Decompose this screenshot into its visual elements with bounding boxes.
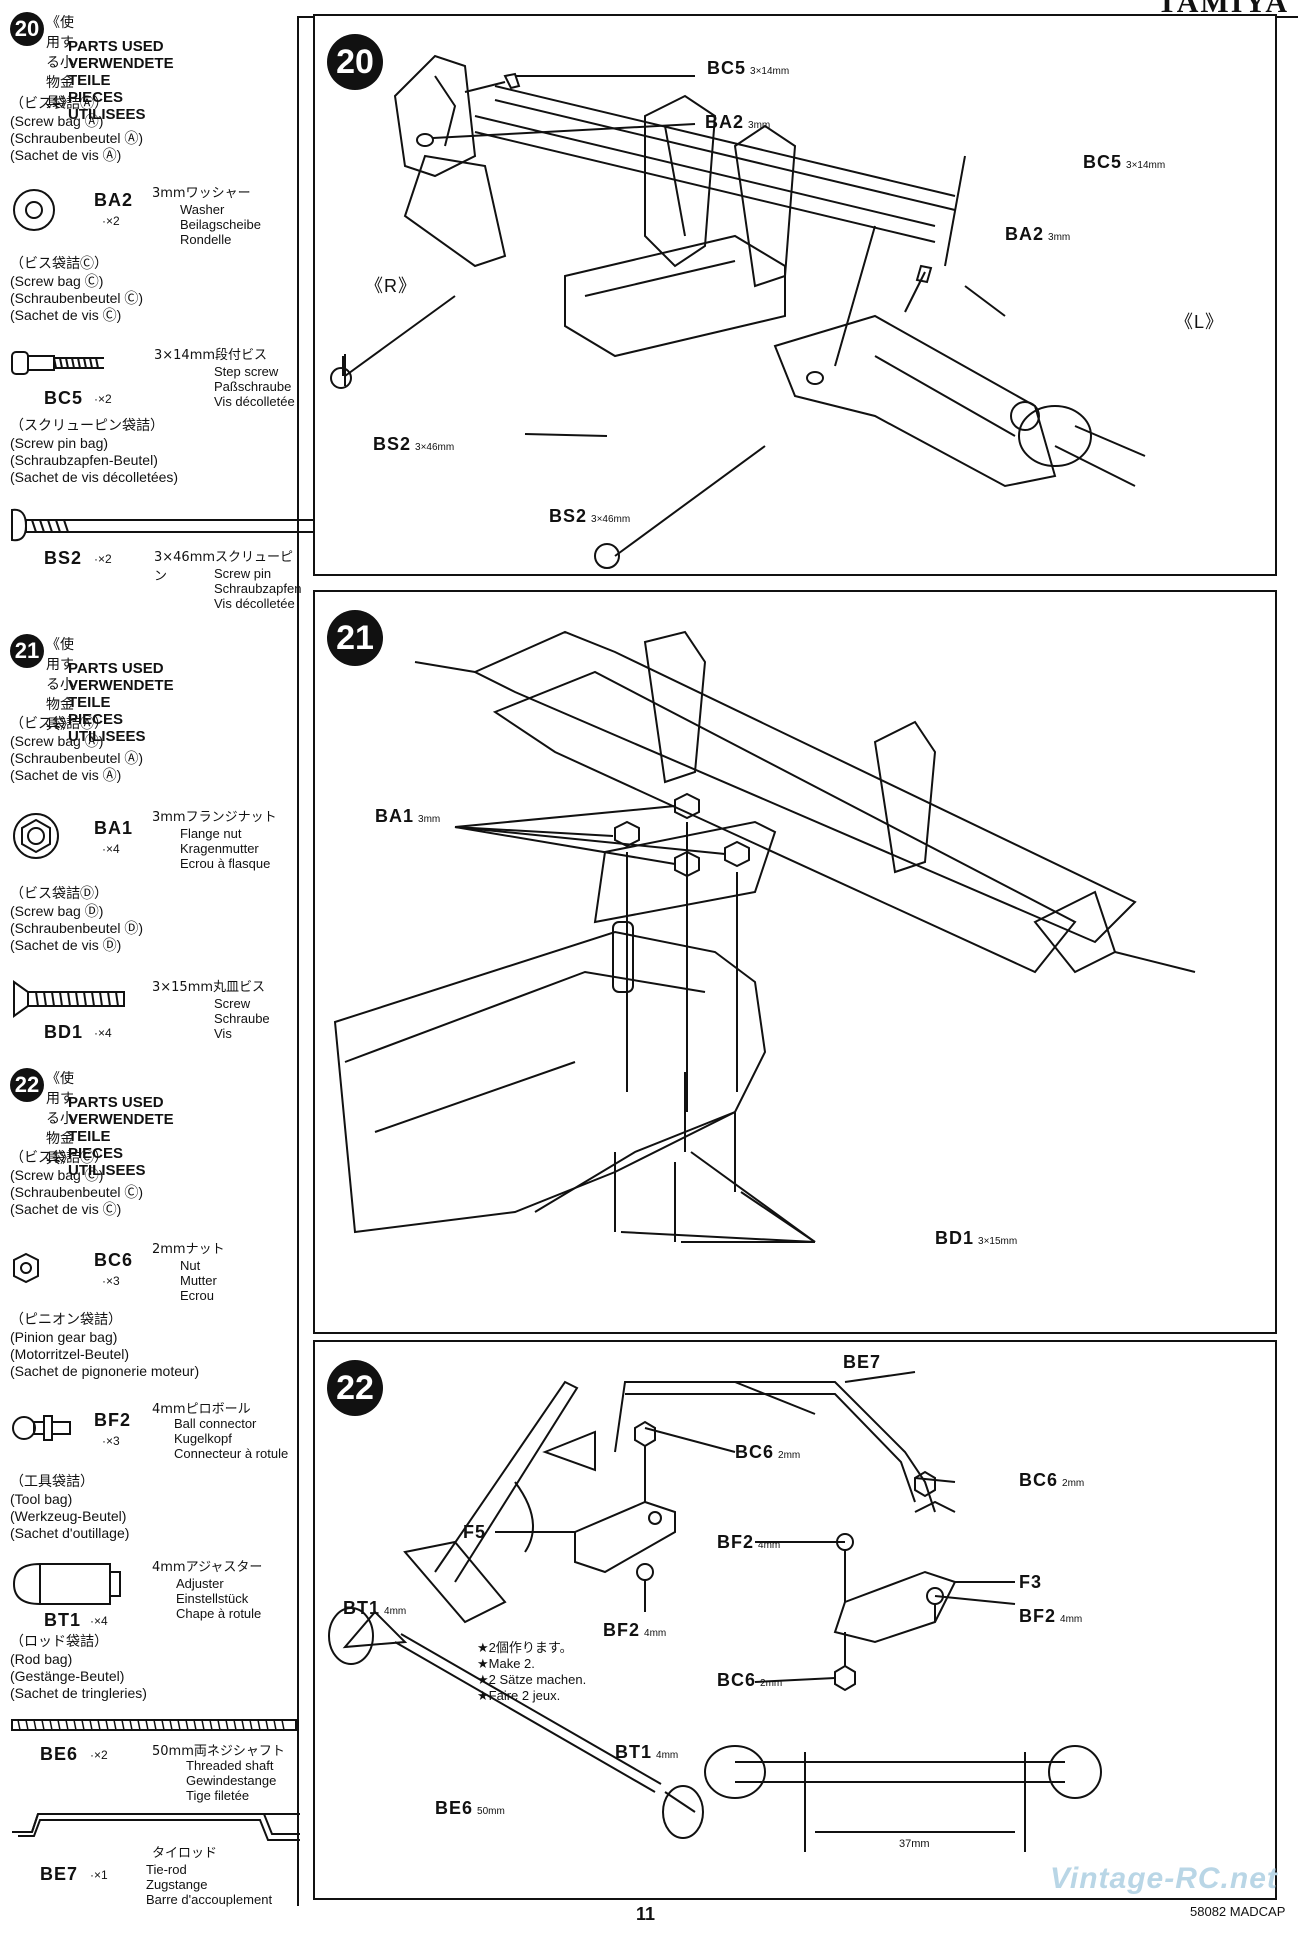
hex-nut-icon <box>13 1252 39 1284</box>
step21-jp-title: 《使用する小物金具》 <box>46 637 74 733</box>
screw-pin-icon <box>11 508 339 542</box>
page-number: 11 <box>636 1904 656 1924</box>
column-divider <box>297 16 299 1906</box>
flange-nut-icon <box>13 813 59 859</box>
step20-panel: 20 <box>313 14 1277 576</box>
bag-screw-d: （ビス袋詰Ⓓ） (Screw bag Ⓓ)(Schraubenbeutel Ⓓ)… <box>10 886 144 953</box>
watermark: Vintage-RC.net <box>1050 1862 1278 1895</box>
step22-badge: 22 <box>10 1068 44 1102</box>
step-screw-icon <box>11 351 104 375</box>
bag-screw-a-21: （ビス袋詰Ⓐ） (Screw bag Ⓐ)(Schraubenbeutel Ⓐ)… <box>10 716 144 783</box>
step22-number-badge: 22 <box>327 1360 383 1416</box>
ball-connector-icon <box>12 1415 71 1441</box>
step20-jp-title: 《使用する小物金具》 <box>46 15 74 111</box>
bag-rod: （ロッド袋詰） (Rod bag)(Gestänge-Beutel)(Sache… <box>10 1634 147 1701</box>
washer-icon <box>13 189 55 231</box>
step22-jp-title: 《使用する小物金具》 <box>46 1071 74 1167</box>
make-two-note: ★2個作ります。★Make 2.★2 Sätze machen.★Faire 2… <box>477 1640 587 1703</box>
tie-rod-icon <box>12 1813 300 1841</box>
step22-panel: 22 <box>313 1340 1277 1900</box>
step22-steering-illustration <box>328 1371 1102 1852</box>
step20-suspension-illustration <box>330 54 1146 569</box>
bag-tool: （工具袋詰） (Tool bag)(Werkzeug-Beutel)(Sache… <box>10 1474 130 1541</box>
bag-pinion: （ピニオン袋詰） (Pinion gear bag)(Motorritzel-B… <box>10 1312 200 1379</box>
bag-screw-c-22: （ビス袋詰Ⓒ） (Screw bag Ⓒ)(Schraubenbeutel Ⓒ)… <box>10 1150 144 1217</box>
adjuster-icon <box>12 1562 121 1606</box>
step20-number-badge: 20 <box>327 34 383 90</box>
bag-screw-c: （ビス袋詰Ⓒ） (Screw bag Ⓒ)(Schraubenbeutel Ⓒ)… <box>10 256 144 323</box>
countersunk-screw-icon <box>13 980 125 1018</box>
step20-badge: 20 <box>10 12 44 46</box>
bag-screw-pin: （スクリューピン袋詰） (Screw pin bag)(Schraubzapfe… <box>10 418 179 485</box>
threaded-shaft-icon <box>11 1719 297 1731</box>
kit-code: 58082 MADCAP <box>1190 1904 1286 1919</box>
step21-chassis-illustration <box>333 630 1196 1243</box>
bag-screw-a: （ビス袋詰Ⓐ） (Screw bag Ⓐ)(Schraubenbeutel Ⓐ)… <box>10 96 144 163</box>
dimension-label: 37mm <box>899 1838 930 1850</box>
step21-panel: 21 <box>313 590 1277 1334</box>
step21-number-badge: 21 <box>327 610 383 666</box>
step21-badge: 21 <box>10 634 44 668</box>
